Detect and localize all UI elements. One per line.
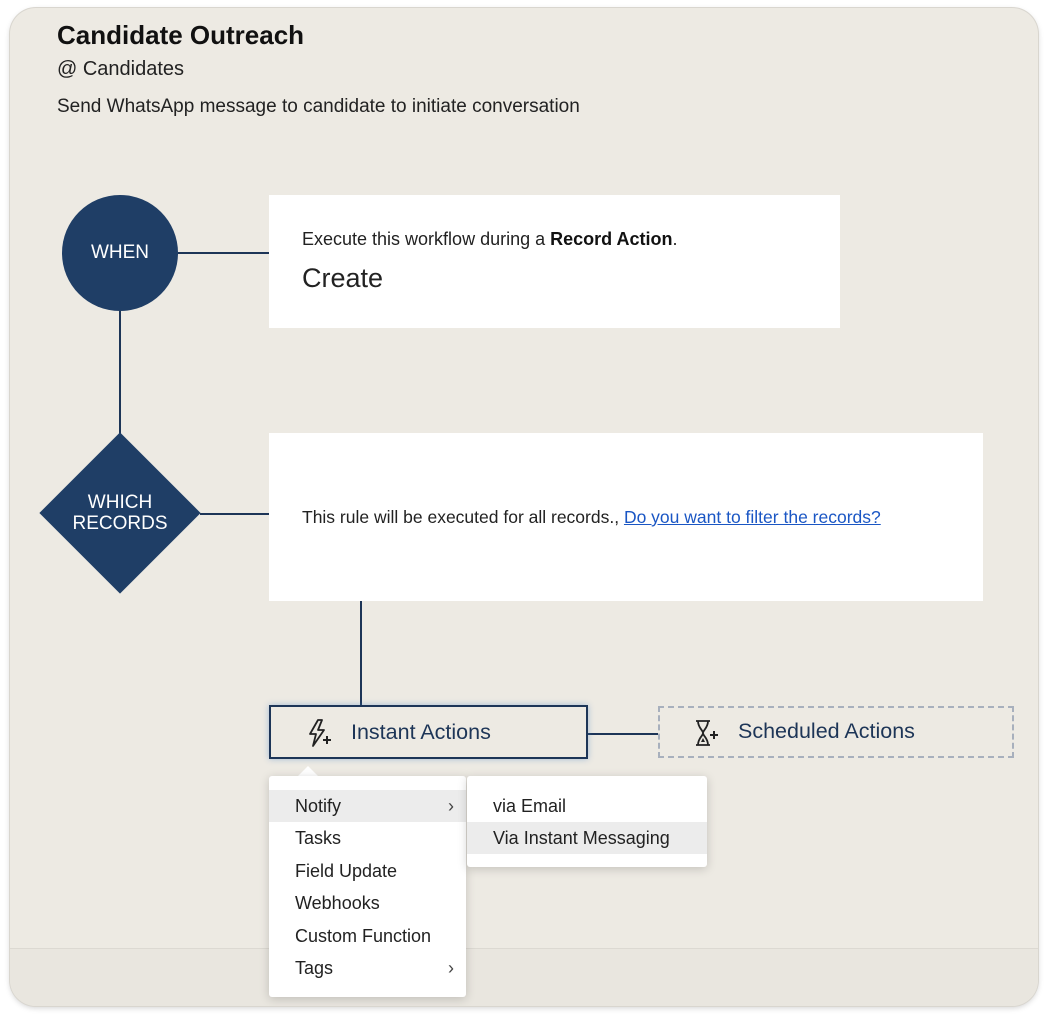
which-records-card: This rule will be executed for all recor… [269, 433, 983, 601]
chevron-right-icon: › [448, 796, 454, 816]
trigger-description: Execute this workflow during a Record Ac… [302, 229, 678, 249]
submenu-item-via-email[interactable]: via Email [493, 796, 567, 816]
menu-item-field-update[interactable]: Field Update [295, 861, 398, 881]
workflow-canvas: Candidate Outreach @ Candidates Send Wha… [10, 8, 1038, 1006]
module-name: @ Candidates [57, 58, 185, 80]
menu-item-webhooks[interactable]: Webhooks [295, 893, 380, 913]
menu-pointer [297, 766, 319, 777]
instant-actions-button[interactable]: Instant Actions [269, 705, 588, 759]
hourglass-plus-icon [696, 720, 718, 746]
submenu-item-via-instant-messaging[interactable]: Via Instant Messaging [467, 822, 707, 854]
canvas-footer [10, 948, 1038, 1006]
menu-item-tasks[interactable]: Tasks [295, 828, 342, 848]
notify-submenu: via Email Via Instant Messaging [467, 776, 707, 867]
action-type-menu: Notify › Tasks Field Update Webhooks Cus… [269, 776, 466, 997]
lightning-plus-icon [309, 719, 331, 747]
trigger-type: Record Action [550, 229, 673, 249]
workflow-description: Send WhatsApp message to candidate to in… [57, 96, 580, 117]
scheduled-actions-label: Scheduled Actions [738, 719, 915, 743]
menu-item-tags[interactable]: Tags › [295, 958, 454, 978]
menu-item-custom-function[interactable]: Custom Function [295, 926, 432, 946]
page-title: Candidate Outreach [57, 20, 305, 50]
when-connector [178, 252, 269, 254]
which-records-label: WHICH RECORDS [72, 492, 168, 534]
rule-text: This rule will be executed for all recor… [302, 507, 881, 527]
which-connector [200, 513, 269, 515]
which-to-actions-connector [360, 601, 362, 706]
when-node: WHEN [62, 195, 178, 311]
menu-item-notify[interactable]: Notify › [269, 790, 466, 822]
when-label: WHEN [90, 242, 150, 263]
when-card[interactable]: Execute this workflow during a Record Ac… [269, 195, 840, 328]
when-to-which-connector [119, 311, 121, 441]
trigger-action: Create [302, 263, 384, 293]
filter-records-link[interactable]: Do you want to filter the records? [623, 507, 881, 527]
scheduled-actions-button[interactable]: Scheduled Actions [658, 706, 1014, 758]
chevron-right-icon: › [448, 958, 454, 978]
instant-actions-label: Instant Actions [351, 720, 491, 744]
actions-connector [586, 733, 658, 735]
